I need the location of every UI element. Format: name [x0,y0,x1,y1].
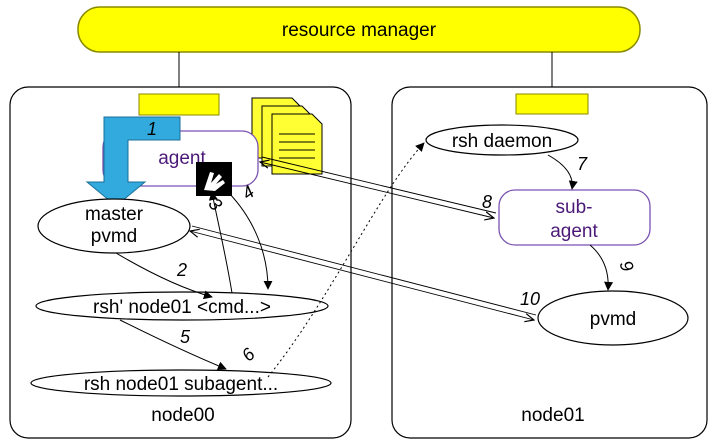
master-pvmd-line1: master [85,204,144,225]
step-6-label: 6 [238,343,260,365]
hand-pointer-icon [196,162,232,196]
step1-blue-arrow [85,116,181,207]
step-8-label: 8 [482,192,492,212]
node01-port [515,93,589,115]
resource-manager-label: resource manager [282,20,437,41]
subagent-box: sub- agent [498,189,651,246]
node01-label: node01 [521,405,584,426]
connection-agent-subagent [260,156,497,218]
arrow-step6 [267,142,425,378]
step-5-label: 5 [180,327,191,347]
step-7-label: 7 [577,154,588,174]
subagent-line1: sub- [556,197,593,218]
node00-label: node00 [151,405,214,426]
arrow-step2 [115,252,213,300]
rsh-prime-label: rsh' node01 <cmd...> [93,297,271,318]
agent-label: agent [158,148,206,169]
master-pvmd-node: master pvmd [37,198,191,254]
node00-port [138,93,220,116]
arrow-step5 [119,319,227,371]
arrow-step9 [589,244,614,291]
step-1-label: 1 [147,119,157,139]
rsh-daemon-node: rsh daemon [425,124,579,156]
rsh-daemon-label: rsh daemon [452,131,552,152]
connection-master-pvmd [190,225,537,320]
arrow-step7 [547,154,578,190]
master-pvmd-line2: pvmd [91,226,137,247]
step-4-label: 4 [238,182,258,204]
node01-pvmd-label: pvmd [590,309,636,330]
step-9-label: 9 [616,258,638,274]
step-10-label: 10 [520,289,540,309]
rsh-subagent-label: rsh node01 subagent... [84,374,278,395]
step-2-label: 2 [176,260,187,280]
rsh-subagent-node: rsh node01 subagent... [30,369,332,397]
subagent-line2: agent [550,221,598,242]
documents-icon [251,97,323,175]
node01-pvmd-node: pvmd [537,290,689,346]
rsh-prime-node: rsh' node01 <cmd...> [35,291,329,321]
resource-manager: resource manager [77,6,641,53]
